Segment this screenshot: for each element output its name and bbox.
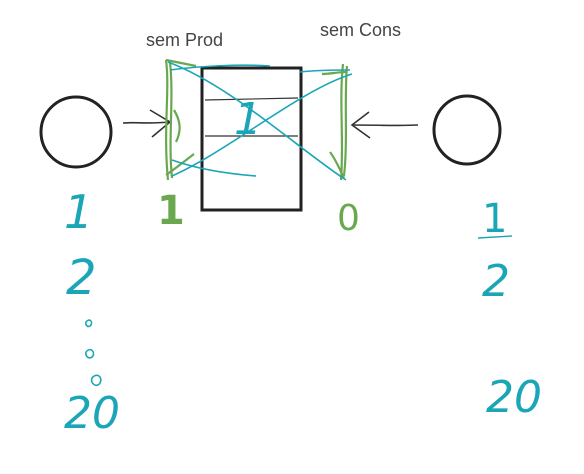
buffer-rectangle (200, 66, 303, 212)
producer-count-1: 1 (64, 185, 93, 239)
cross-out-strokes (167, 61, 353, 181)
producer-count-20: 20 (64, 388, 120, 439)
producer-count-ellipsis (85, 319, 102, 386)
producer-semaphore-label: sem Prod (146, 30, 224, 50)
buffer-item-value: 1 (234, 94, 262, 145)
consumer-count-underline (477, 235, 513, 239)
consumer-count-2: 2 (482, 256, 510, 307)
buffer-slot-line (204, 97, 299, 101)
consumer-semaphore-label: sem Cons (320, 20, 402, 40)
consumer-count-1: 1 (482, 196, 507, 242)
consumer-arrow (350, 111, 419, 139)
producer-semaphore-bar (164, 58, 197, 181)
consumer-semaphore-bar (321, 63, 349, 181)
consumer-count-20: 20 (486, 372, 542, 423)
producer-semaphore-value: 1 (157, 188, 185, 234)
producer-process-circle (39, 95, 113, 169)
producer-count-2: 2 (66, 250, 97, 306)
producer-arrow (122, 109, 172, 138)
consumer-process-circle (432, 94, 502, 166)
consumer-semaphore-value: 0 (337, 198, 360, 239)
